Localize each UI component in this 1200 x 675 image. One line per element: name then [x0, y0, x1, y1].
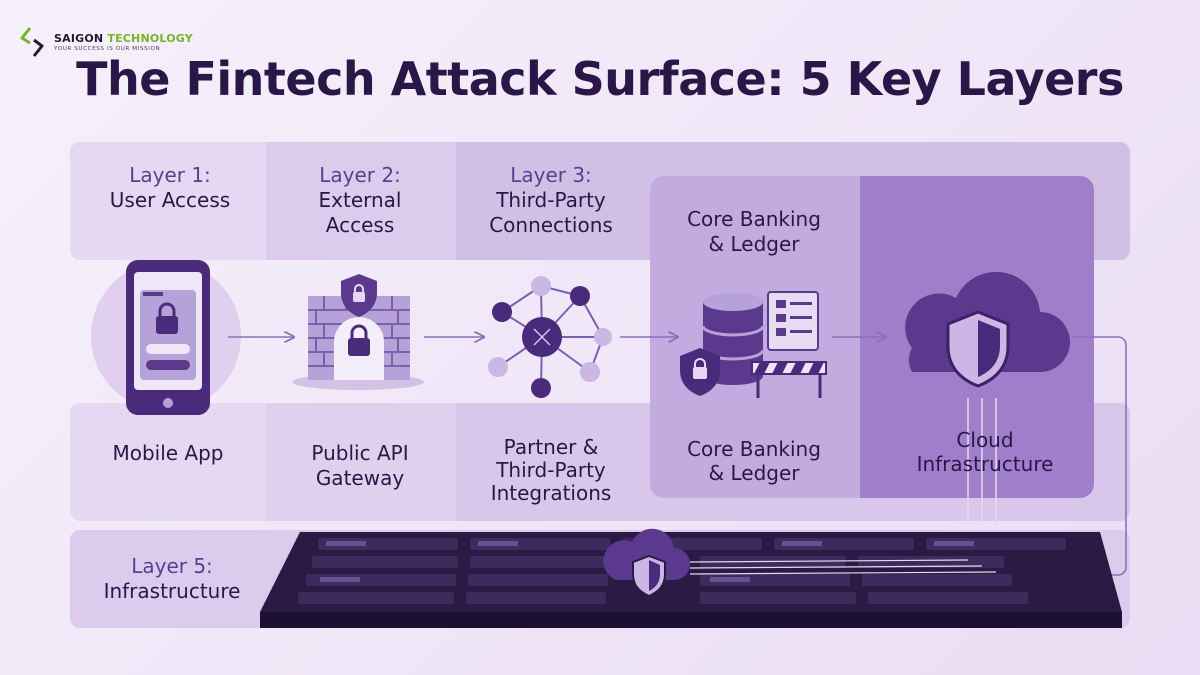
core-banking-header: Core Banking & Ledger: [660, 207, 848, 257]
api-gateway-label-line-2: Gateway: [315, 466, 405, 490]
api-gateway-label-line-1: Public API: [311, 441, 409, 465]
layer-2-label: Layer 2:: [319, 163, 401, 187]
layer-1-header: Layer 1: User Access: [92, 163, 248, 213]
database-ledger-icon: [680, 291, 827, 398]
cloud-infrastructure-label: Cloud Infrastructure: [880, 428, 1090, 476]
layer-5-header: Layer 5: Infrastructure: [88, 554, 256, 604]
partner-integrations-line-3: Integrations: [490, 481, 612, 505]
logo-mark-icon: [20, 27, 44, 57]
layer-1-label: Layer 1:: [129, 163, 211, 187]
company-logo: SAIGON TECHNOLOGY YOUR SUCCESS IS OUR MI…: [18, 26, 198, 60]
flow-arrows: [228, 337, 1127, 575]
page-title: The Fintech Attack Surface: 5 Key Layers: [76, 52, 1124, 106]
core-banking-header-line-1: Core Banking: [687, 207, 821, 231]
layer-3-label: Layer 3:: [510, 163, 592, 187]
core-banking-label-line-1: Core Banking: [687, 437, 821, 461]
mobile-app-label-line-1: Mobile App: [112, 441, 224, 465]
layer-3-name-line-2: Connections: [489, 213, 613, 237]
firewall-lock-icon: [292, 274, 424, 390]
layer-2-header: Layer 2: External Access: [272, 163, 448, 238]
core-banking-label-line-2: & Ledger: [708, 461, 800, 485]
network-nodes-icon: [488, 276, 612, 398]
logo-brand-main: SAIGON: [54, 32, 104, 45]
layer-1-name: User Access: [109, 188, 231, 212]
layer-5-label: Layer 5:: [131, 554, 213, 578]
core-banking-label: Core Banking & Ledger: [660, 437, 848, 485]
layer-3-name-line-1: Third-Party: [496, 188, 606, 212]
logo-brand-accent: TECHNOLOGY: [107, 32, 193, 45]
partner-integrations-label: Partner & Third-Party Integrations: [466, 436, 636, 505]
api-gateway-label: Public API Gateway: [272, 441, 448, 491]
cloud-shield-icon: [905, 271, 1070, 572]
cloud-infrastructure-line-1: Cloud: [956, 428, 1014, 452]
partner-integrations-line-2: Third-Party: [496, 458, 606, 482]
partner-integrations-line-1: Partner &: [503, 435, 599, 459]
layer-2-name-line-1: External: [318, 188, 402, 212]
logo-brand: SAIGON TECHNOLOGY: [54, 32, 193, 45]
server-rack-icon: [260, 528, 1122, 628]
core-banking-header-line-2: & Ledger: [708, 232, 800, 256]
layer-3-header: Layer 3: Third-Party Connections: [466, 163, 636, 238]
cloud-infrastructure-line-2: Infrastructure: [916, 452, 1054, 476]
layer-2-name-line-2: Access: [325, 213, 395, 237]
mobile-phone-lock-icon: [91, 260, 241, 415]
mobile-app-label: Mobile App: [88, 441, 248, 466]
layer-5-name: Infrastructure: [103, 579, 241, 603]
logo-tagline: YOUR SUCCESS IS OUR MISSION: [54, 46, 161, 52]
